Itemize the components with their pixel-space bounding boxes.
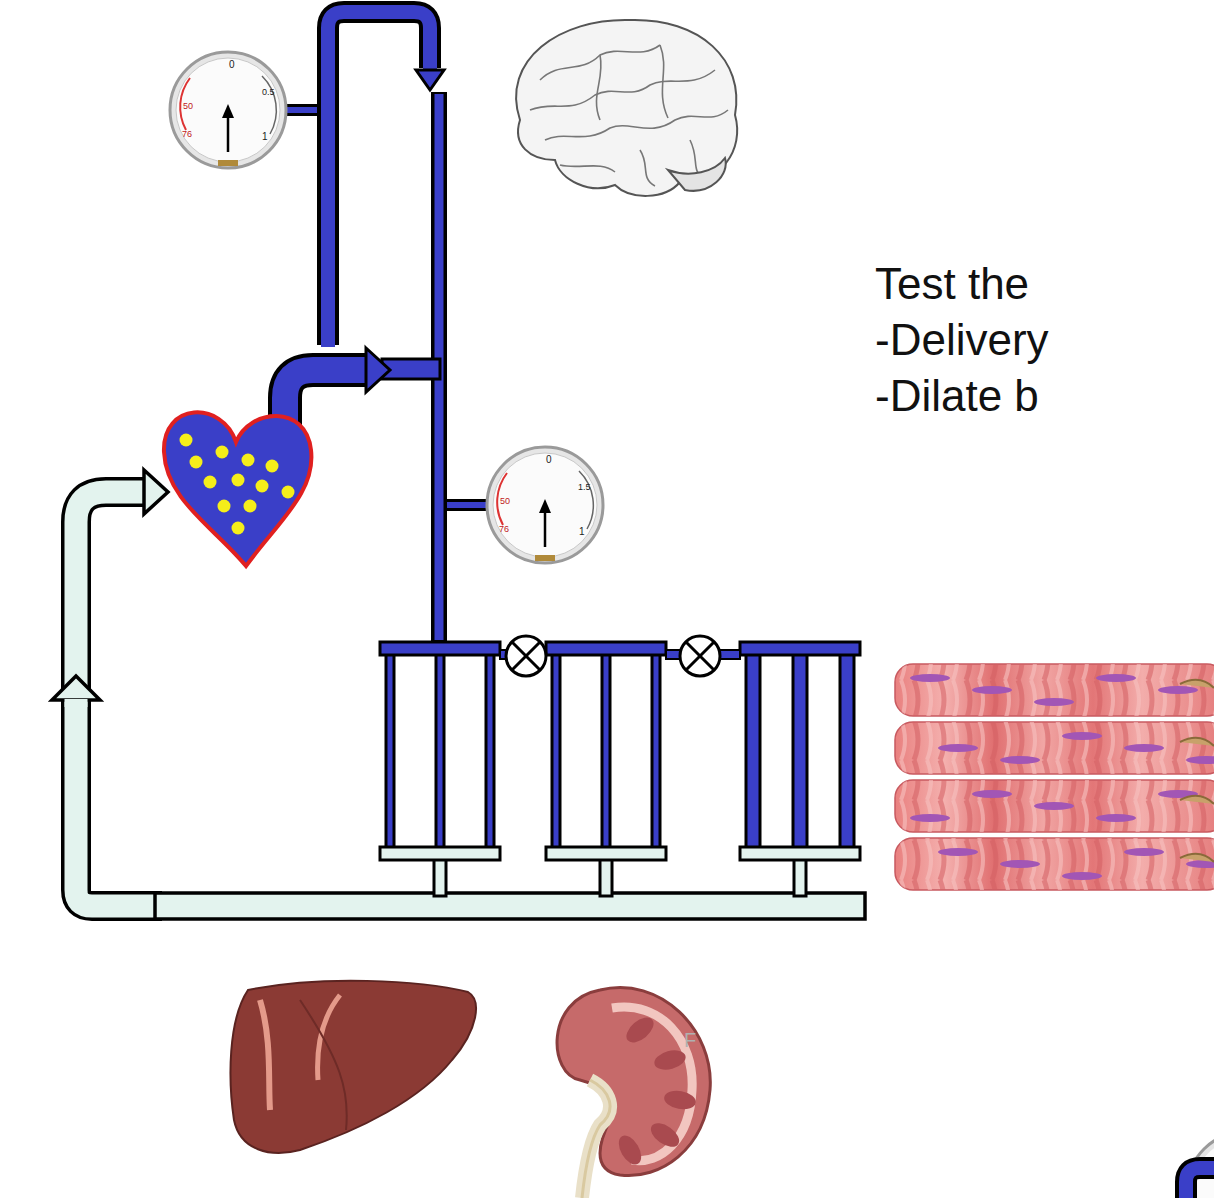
heart-pump [164, 412, 311, 566]
muscle-striation [895, 722, 1214, 774]
particle-dot [256, 480, 269, 493]
muscle-fiber [895, 722, 1214, 774]
nucleus [938, 848, 978, 856]
capillary-tube [386, 654, 394, 848]
muscle-fiber [895, 780, 1214, 832]
renal-pyramid [652, 1047, 688, 1073]
capillary-tube [746, 654, 760, 848]
muscle-fiber [895, 838, 1214, 890]
bed-manifold [546, 642, 666, 655]
nucleus [1124, 848, 1164, 856]
nucleus [972, 790, 1012, 798]
pressure-gauge [170, 52, 330, 168]
renal-pyramid [663, 1088, 698, 1111]
gauge-number: 76 [182, 130, 192, 139]
gauge-number: 76 [499, 525, 509, 534]
bed-stem [794, 858, 806, 896]
nucleus [1000, 860, 1040, 868]
pressure-gauge [440, 447, 603, 563]
particle-dot [244, 500, 257, 513]
particle-dot [204, 476, 217, 489]
particle-dot [232, 522, 245, 535]
brain-drawing [516, 20, 737, 196]
kidney-drawing [557, 988, 710, 1198]
slide-text: -Delivery [875, 318, 1049, 362]
nucleus [910, 674, 950, 682]
nucleus [972, 686, 1012, 694]
capillary-tube [602, 654, 610, 848]
valve-symbol [506, 636, 720, 676]
arterial-pipe [1186, 1168, 1214, 1198]
gauge-number: 0 [546, 455, 552, 465]
nucleus [938, 744, 978, 752]
capillary-tube [840, 654, 854, 848]
bed-manifold [380, 847, 500, 860]
nucleus [1000, 756, 1040, 764]
flow-arrowhead [416, 70, 444, 90]
muscle-striation [895, 664, 1214, 716]
bed-stem [600, 858, 612, 896]
gauge-number: 0.5 [262, 88, 275, 97]
bed-manifold [380, 642, 500, 655]
gauge-number: 0 [229, 60, 235, 70]
renal-pyramid [614, 1132, 646, 1169]
slide-text: -Dilate b [875, 374, 1039, 418]
particle-dot [180, 434, 193, 447]
nerve-ending [1180, 854, 1214, 862]
venous-pipe [155, 893, 865, 919]
particle-dot [216, 446, 229, 459]
flow-arrowhead [366, 348, 390, 392]
particle-dot [266, 460, 279, 473]
capillary-tube [552, 654, 560, 848]
gauge-number: 50 [183, 102, 193, 111]
particle-dot [190, 456, 203, 469]
muscle-drawing [895, 664, 1214, 890]
nucleus [1158, 686, 1198, 694]
capillary-beds [380, 642, 860, 896]
particle-dot [282, 486, 295, 499]
flow-arrowhead [144, 470, 168, 514]
capillary-tube [793, 654, 807, 848]
nucleus [910, 814, 950, 822]
nerve-ending [1180, 680, 1214, 688]
gauge-number: 1 [579, 527, 585, 537]
particle-dot [242, 454, 255, 467]
particle-dot [232, 474, 245, 487]
nucleus [1034, 698, 1074, 706]
renal-pyramid [647, 1118, 684, 1151]
nucleus [1062, 732, 1102, 740]
capillary-tube [652, 654, 660, 848]
slide-text: Test the [875, 262, 1029, 306]
muscle-fiber [895, 664, 1214, 716]
nucleus [1034, 802, 1074, 810]
flow-arrowhead [52, 676, 100, 700]
bed-manifold [546, 847, 666, 860]
particle-dot [218, 500, 231, 513]
gauge-number: 1.5 [578, 483, 591, 492]
nucleus [1096, 674, 1136, 682]
arterial-pipe [285, 12, 439, 642]
gauge-number: 1 [262, 132, 268, 142]
bed-manifold [740, 642, 860, 655]
renal-pyramid [622, 1013, 658, 1047]
capillary-tube [486, 654, 494, 848]
arterial-pipe [1186, 1168, 1214, 1198]
venous-pipe [65, 699, 88, 707]
nucleus [1124, 744, 1164, 752]
watermark: F [684, 1030, 696, 1050]
nerve-ending [1180, 738, 1214, 746]
muscle-striation [895, 838, 1214, 890]
nucleus [1062, 872, 1102, 880]
liver-drawing [231, 981, 476, 1153]
pressure-gauge [1187, 1132, 1214, 1198]
bed-manifold [740, 847, 860, 860]
capillary-tube [436, 654, 444, 848]
nucleus [1096, 814, 1136, 822]
muscle-striation [895, 780, 1214, 832]
bed-stem [434, 858, 446, 896]
nerve-ending [1180, 796, 1214, 804]
nucleus [1186, 756, 1214, 764]
gauge-number: 50 [500, 497, 510, 506]
